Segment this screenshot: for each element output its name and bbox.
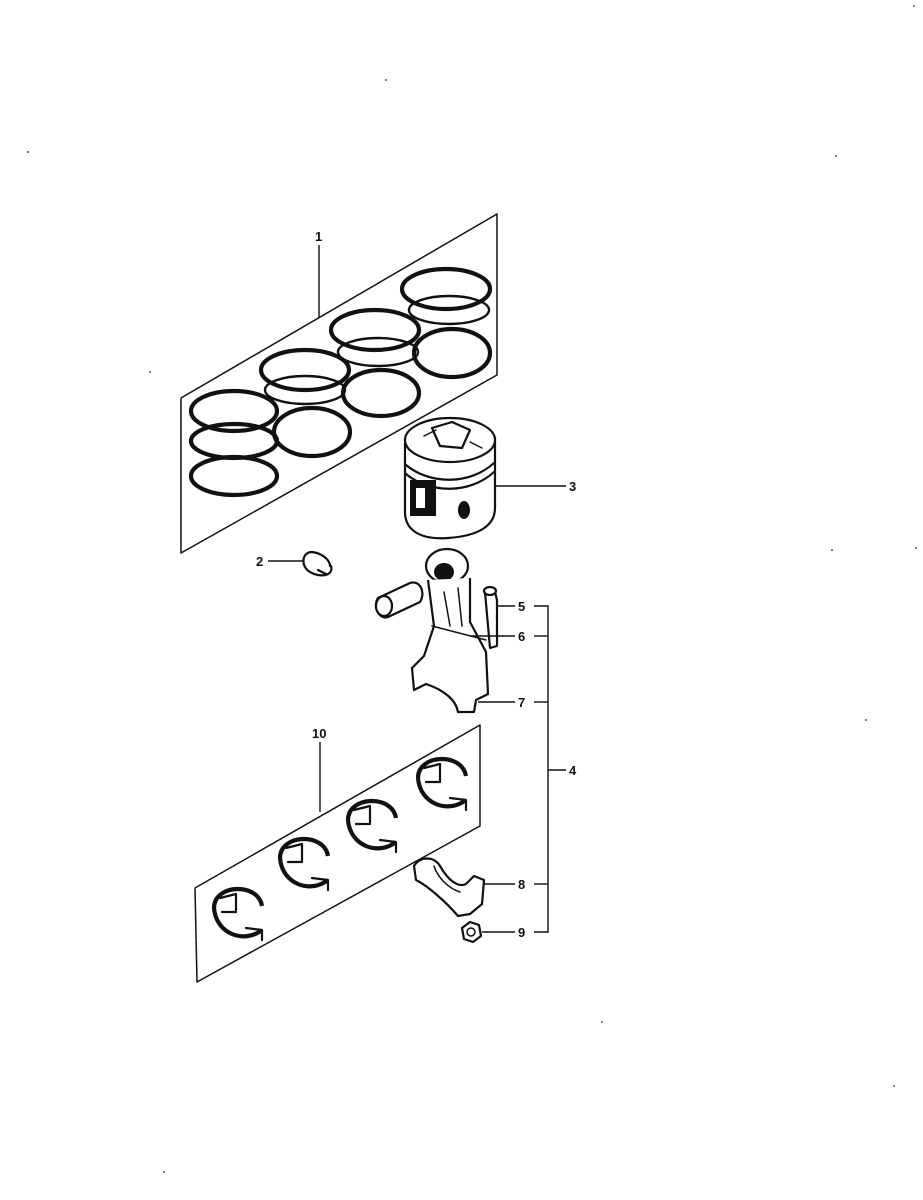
callout-7: 7 [518,695,525,710]
bearing-shell-3 [345,798,399,854]
bearing-set-panel [194,724,481,983]
ring-set-panel [180,213,498,554]
callout-2: 2 [256,554,263,569]
ring-group-2 [258,347,353,459]
bearing-shell-1 [211,886,265,942]
connecting-rod-assembly [374,547,515,714]
bearing-shell-4 [415,756,469,812]
callout-5: 5 [518,599,525,614]
piston-pin-circlip [268,550,333,577]
ring-group-1 [188,388,280,498]
rod-cap [412,857,515,918]
callout-6: 6 [518,629,525,644]
ring-group-3 [328,307,422,419]
rod-body [410,578,490,714]
scan-specks [27,5,917,1173]
callout-10: 10 [312,726,326,741]
piston-ring-set [180,213,498,554]
ring-group-4 [399,266,493,380]
callout-1: 1 [315,229,322,244]
callout-9: 9 [518,925,525,940]
circlip-icon [302,550,333,577]
assembly-bracket [534,605,566,933]
piston-crown [403,416,497,464]
rod-nut [460,920,515,944]
bearing-set [194,724,481,983]
rod-bolt [483,586,499,650]
callout-8: 8 [518,877,525,892]
callout-3: 3 [569,479,576,494]
bearing-shell-2 [277,836,331,892]
piston [403,416,566,540]
callout-4: 4 [569,763,577,778]
